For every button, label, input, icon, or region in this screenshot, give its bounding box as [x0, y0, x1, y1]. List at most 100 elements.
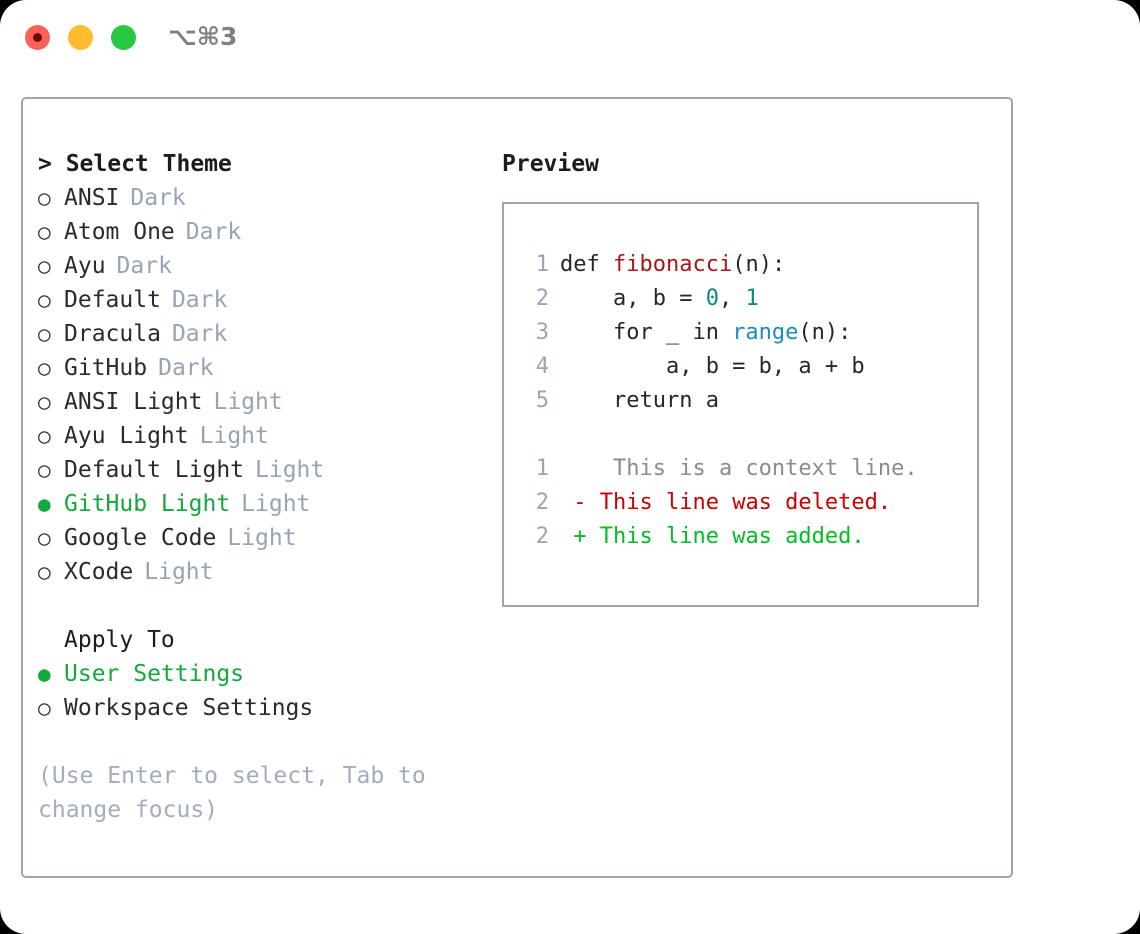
- minimize-button-icon[interactable]: [68, 25, 93, 50]
- code-token-builtin: range: [732, 320, 799, 345]
- apply-to-option[interactable]: ○Workspace Settings: [38, 691, 488, 725]
- diff-text: This line was added.: [586, 524, 865, 549]
- theme-option[interactable]: ○ Ayu Dark: [38, 249, 488, 283]
- theme-option-tag: Dark: [171, 287, 228, 313]
- theme-option-label: ANSI Light: [64, 389, 203, 415]
- theme-option-tag: Dark: [116, 253, 172, 279]
- theme-option[interactable]: ○ Dracula Dark: [38, 317, 488, 351]
- diff-sign: +: [560, 524, 587, 549]
- code-token-plain: a, b = b, a + b: [560, 354, 865, 379]
- code-line: 4 a, b = b, a + b: [523, 350, 977, 384]
- diff-text: This line was deleted.: [586, 490, 892, 515]
- diff-line: 1 This is a context line.: [523, 452, 977, 486]
- close-button-icon[interactable]: [25, 25, 50, 50]
- theme-option-label: ANSI: [64, 185, 120, 211]
- apply-to-option[interactable]: ● User Settings: [38, 657, 488, 691]
- radio-unselected-icon: ○: [38, 526, 51, 550]
- theme-option-tag: Dark: [171, 321, 228, 347]
- theme-option-tag: Dark: [130, 185, 186, 211]
- keyboard-shortcut-label: ⌥⌘3: [168, 22, 238, 51]
- code-spacer: [523, 418, 977, 452]
- code-token-plain: for _ in: [560, 320, 733, 345]
- theme-option-label: GitHub: [64, 355, 148, 381]
- code-line-number: 4: [535, 354, 549, 379]
- theme-option-tag: Light: [255, 457, 325, 483]
- theme-option-label: Default Light: [64, 457, 245, 483]
- code-line: 1 def fibonacci(n):: [523, 248, 977, 282]
- radio-unselected-icon: ○: [38, 356, 51, 380]
- diff-sign: [560, 452, 587, 486]
- diff-line: 2 + This line was added.: [523, 520, 977, 554]
- code-token-plain: return a: [560, 388, 719, 413]
- apply-to-option-label: Workspace Settings: [64, 695, 314, 721]
- radio-unselected-icon: ○: [38, 220, 51, 244]
- diff-text: This is a context line.: [586, 456, 918, 481]
- code-line-number: 3: [535, 320, 549, 345]
- code-token-plain: ,: [718, 286, 746, 311]
- theme-option-tag: Light: [213, 389, 283, 415]
- apply-to-option-label: User Settings: [64, 661, 245, 687]
- code-line: 5 return a: [523, 384, 977, 418]
- diff-line-number: 2: [535, 524, 549, 549]
- title-bar: ⌥⌘3: [0, 0, 1140, 78]
- code-line: 2 a, b = 0, 1: [523, 282, 977, 316]
- theme-option-label: Atom One: [64, 219, 175, 245]
- theme-option[interactable]: ○ Default Light Light: [38, 453, 488, 487]
- code-token-plain: (n):: [798, 320, 852, 345]
- theme-option-label: Google Code: [64, 525, 217, 551]
- code-token-plain: a, b =: [560, 286, 706, 311]
- diff-line-number: 1: [535, 456, 549, 481]
- code-token-plain: (n):: [732, 252, 786, 277]
- apply-to-list: ● User Settings ○Workspace Settings: [38, 657, 488, 725]
- radio-unselected-icon: ○: [38, 322, 51, 346]
- zoom-button-icon[interactable]: [111, 25, 136, 50]
- diff-sign: -: [560, 490, 587, 515]
- theme-option-tag: Light: [144, 559, 214, 585]
- code-token-fn: fibonacci: [612, 252, 733, 277]
- diff-line: 2 - This line was deleted.: [523, 486, 977, 520]
- theme-option[interactable]: ○ Atom One Dark: [38, 215, 488, 249]
- theme-option[interactable]: ○ GitHub Dark: [38, 351, 488, 385]
- code-token-plain: def: [560, 252, 613, 277]
- theme-option-label: Ayu: [64, 253, 106, 279]
- diff-line-number: 2: [535, 490, 549, 515]
- radio-selected-icon: ●: [38, 492, 51, 516]
- theme-option[interactable]: ○ Google Code Light: [38, 521, 488, 555]
- theme-option-tag: Light: [227, 525, 297, 551]
- theme-option-tag: Dark: [185, 219, 242, 245]
- diff-sample: 1 This is a context line.2 - This line w…: [523, 452, 977, 554]
- radio-unselected-icon: ○: [38, 254, 51, 278]
- radio-unselected-icon: ○: [38, 186, 51, 210]
- theme-option-label: GitHub Light: [64, 491, 231, 517]
- code-line-number: 1: [535, 252, 549, 277]
- theme-option[interactable]: ○ ANSI Dark: [38, 181, 488, 215]
- radio-selected-icon: ●: [38, 662, 51, 686]
- code-line-number: 2: [535, 286, 549, 311]
- radio-unselected-icon: ○: [38, 458, 51, 482]
- theme-option-label: Ayu Light: [64, 423, 189, 449]
- theme-option-tag: Dark: [158, 355, 214, 381]
- theme-option-label: XCode: [64, 559, 134, 585]
- apply-to-section: Apply To ●User Settings○Workspace Settin…: [38, 623, 488, 725]
- code-line: 3 for _ in range(n):: [523, 316, 977, 350]
- theme-option[interactable]: ○ Default Dark: [38, 283, 488, 317]
- close-inner-dot: [33, 33, 42, 42]
- code-token-num: 0: [705, 286, 719, 311]
- keyboard-hint: (Use Enter to select, Tab to change focu…: [38, 763, 440, 823]
- theme-option[interactable]: ○ ANSI Light Light: [38, 385, 488, 419]
- radio-unselected-icon: ○: [38, 424, 51, 448]
- theme-option-label: Dracula: [64, 321, 161, 347]
- theme-option-label: Default: [64, 287, 161, 313]
- radio-unselected-icon: ○: [38, 390, 51, 414]
- radio-unselected-icon: ○: [38, 288, 51, 312]
- theme-option[interactable]: ○ XCode Light: [38, 555, 488, 589]
- radio-unselected-icon: ○: [38, 560, 51, 584]
